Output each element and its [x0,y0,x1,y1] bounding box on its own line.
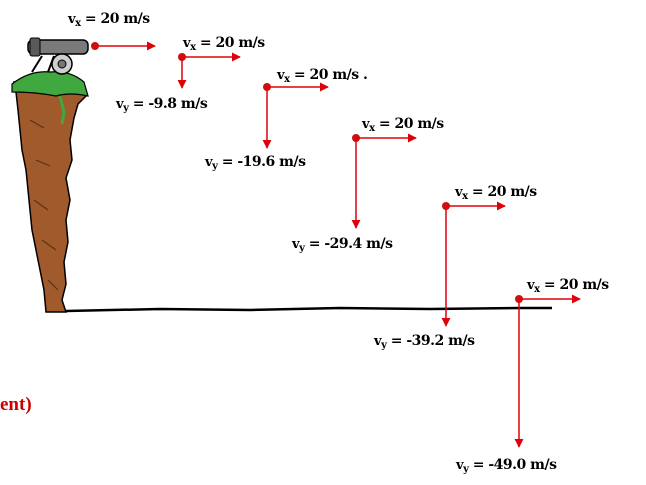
vx-label: vx = 20 m/s [454,184,537,202]
trajectory-point-2: vx = 20 m/s . vy = -19.6 m/s [204,67,368,172]
trajectory-point-0: vx = 20 m/s [67,11,156,51]
cliff-icon [11,71,89,313]
vy-label: vy = -29.4 m/s [291,236,393,254]
partial-caption: ent) [0,394,32,415]
vx-label: vx = 20 m/s [361,116,444,134]
vy-label: vy = -9.8 m/s [115,96,208,114]
vx-label: vx = 20 m/s . [276,67,367,85]
vy-label: vy = -39.2 m/s [373,333,475,351]
cannon-icon [27,37,89,75]
trajectory-point-3: vx = 20 m/s vy = -29.4 m/s [291,116,445,254]
trajectory-point-1: vx = 20 m/s vy = -9.8 m/s [115,35,266,114]
vy-label: vy = -49.0 m/s [455,457,557,475]
vx-label: vx = 20 m/s [67,11,150,29]
vx-label: vx = 20 m/s [182,35,265,53]
vx-label: vx = 20 m/s [526,277,609,295]
ground-line [65,306,552,313]
trajectory-point-4: vx = 20 m/s vy = -39.2 m/s [373,184,538,351]
vy-label: vy = -19.6 m/s [204,154,306,172]
trajectory-point-5: vx = 20 m/s vy = -49.0 m/s [455,277,610,475]
